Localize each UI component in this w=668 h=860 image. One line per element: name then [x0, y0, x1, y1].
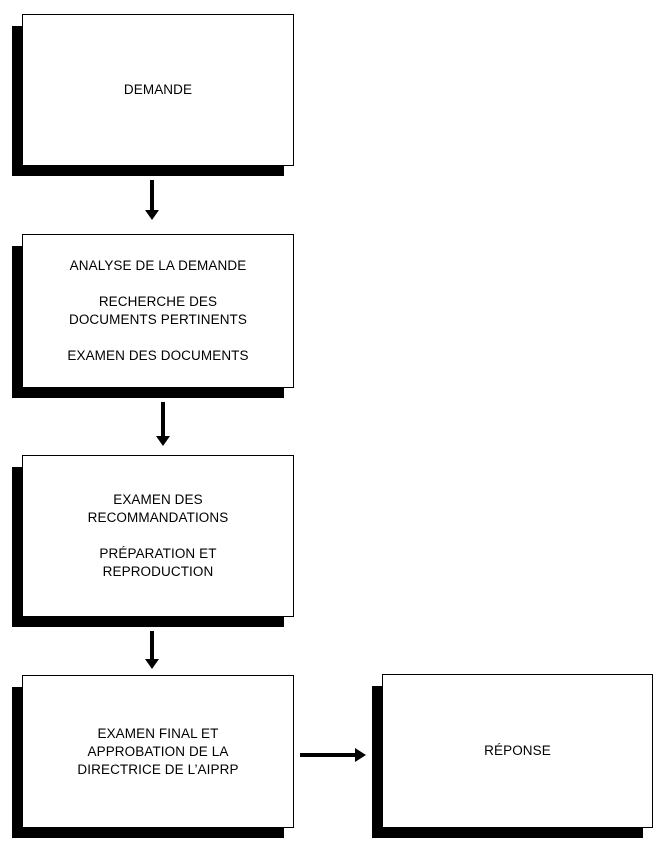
arrow-shaft: [161, 402, 165, 438]
flow-node-recommandations[interactable]: EXAMEN DES RECOMMANDATIONS PRÉPARATION E…: [12, 455, 294, 627]
arrow-analyse-to-recommandations: [155, 402, 171, 446]
arrow-head-icon: [156, 436, 170, 446]
node-text-line: EXAMEN DES DOCUMENTS: [67, 348, 249, 363]
node-box[interactable]: DEMANDE: [22, 14, 294, 166]
node-text-line: ANALYSE DE LA DEMANDE: [69, 258, 247, 273]
arrow-shaft: [150, 631, 154, 661]
node-box[interactable]: EXAMEN DES RECOMMANDATIONS PRÉPARATION E…: [22, 455, 294, 617]
node-text-line: RÉPONSE: [484, 743, 551, 758]
node-text-line: EXAMEN FINAL ET APPROBATION DE LA DIRECT…: [77, 725, 239, 777]
node-box[interactable]: ANALYSE DE LA DEMANDE RECHERCHE DES DOCU…: [22, 234, 294, 388]
arrow-head-icon: [145, 659, 159, 669]
flow-node-analyse[interactable]: ANALYSE DE LA DEMANDE RECHERCHE DES DOCU…: [12, 234, 294, 398]
arrow-shaft: [300, 753, 356, 757]
flow-node-reponse[interactable]: RÉPONSE: [372, 674, 653, 838]
node-box[interactable]: EXAMEN FINAL ET APPROBATION DE LA DIRECT…: [22, 675, 294, 828]
node-box[interactable]: RÉPONSE: [382, 674, 653, 828]
flow-node-examen-final[interactable]: EXAMEN FINAL ET APPROBATION DE LA DIRECT…: [12, 675, 294, 838]
flow-node-demande[interactable]: DEMANDE: [12, 14, 294, 176]
node-text-line: DEMANDE: [123, 82, 193, 97]
arrow-head-icon: [145, 210, 159, 220]
node-text-line: EXAMEN DES RECOMMANDATIONS: [87, 492, 229, 525]
arrow-recommandations-to-examen-final: [144, 631, 160, 669]
arrow-examen-final-to-reponse: [300, 747, 366, 763]
arrow-demande-to-analyse: [144, 180, 160, 220]
node-text-line: PRÉPARATION ET REPRODUCTION: [99, 546, 217, 579]
arrow-head-icon: [355, 748, 366, 762]
node-text-line: RECHERCHE DES DOCUMENTS PERTINENTS: [68, 294, 247, 327]
arrow-shaft: [150, 180, 154, 212]
